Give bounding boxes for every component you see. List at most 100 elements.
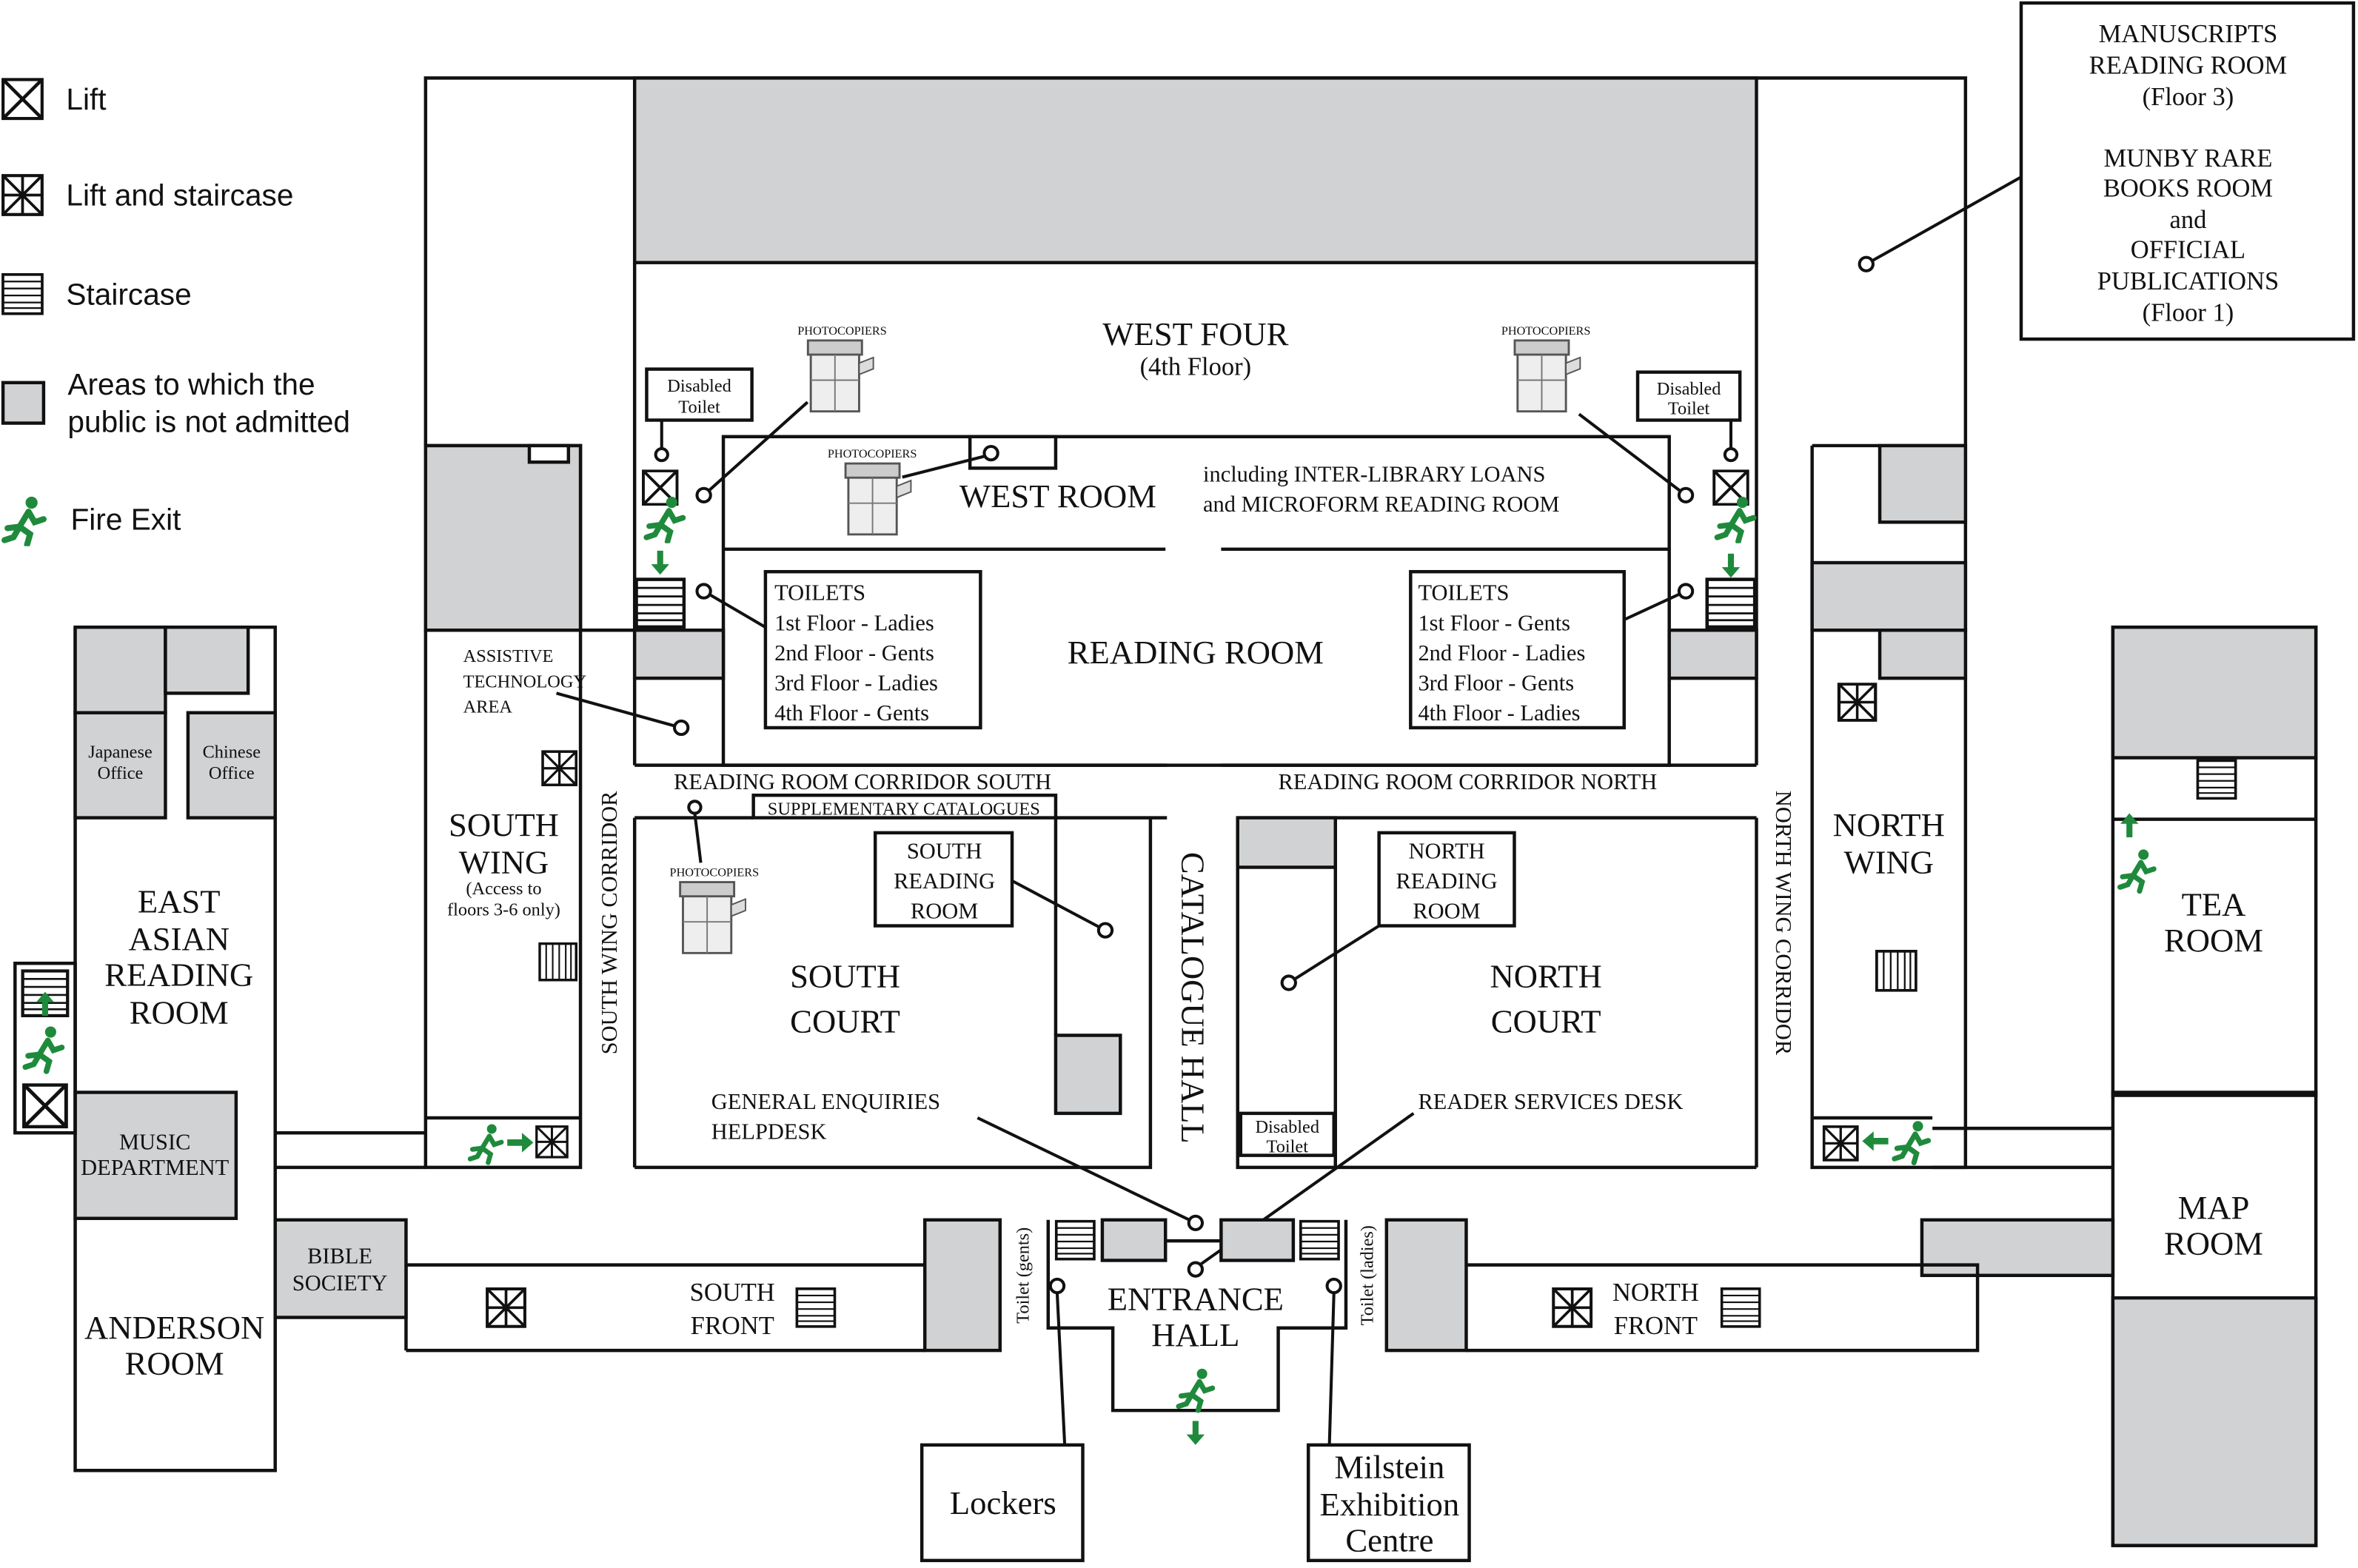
map-room-label: ROOM	[2164, 1224, 2263, 1262]
toilets-line: 3rd Floor - Ladies	[774, 670, 938, 695]
north-wing: NORTH WING CORRIDOR NORTH WING	[1771, 443, 2113, 1170]
west-room-note: and MICROFORM READING ROOM	[1203, 492, 1559, 517]
south-wing-note: floors 3-6 only)	[447, 899, 560, 919]
upper-floors-callout: MANUSCRIPTS READING ROOM (Floor 3) MUNBY…	[1858, 1, 2356, 341]
toilet-gents-label: Toilet (gents)	[1013, 1227, 1033, 1324]
staircase-icon	[1, 272, 44, 315]
north-front-label: FRONT	[1614, 1312, 1698, 1340]
staircase-icon	[1707, 580, 1755, 627]
staircase-icon	[1301, 1222, 1339, 1259]
west-block: WEST FOUR (4th Floor) WEST ROOM includin…	[423, 76, 1968, 767]
lift-and-staircase-icon	[1553, 1289, 1591, 1327]
photocopiers-label: PHOTOCOPIERS	[670, 866, 760, 880]
anderson-room-label: ANDERSON	[84, 1309, 264, 1346]
disabled-toilet-label: Disabled	[667, 376, 731, 396]
north-wing-label: WING	[1843, 844, 1934, 881]
exit-arrow-icon	[2120, 813, 2139, 837]
north-reading-room-label: NORTH	[1409, 838, 1485, 863]
exit-arrow-icon	[1721, 553, 1741, 578]
legend-restricted-2: public is not admitted	[67, 405, 350, 439]
lift-and-staircase-icon	[1839, 684, 1875, 720]
callout-line: PUBLICATIONS	[2097, 267, 2280, 295]
south-wing-label: WING	[459, 844, 549, 881]
milstein-label: Exhibition	[1320, 1486, 1460, 1523]
south-wing-note: (Access to	[466, 879, 541, 899]
callout-line: OFFICIAL	[2131, 236, 2245, 264]
south-court-label: SOUTH	[790, 958, 900, 995]
tea-and-map-rooms: TEA ROOM MAP ROOM	[1920, 625, 2318, 1547]
toilets-line: 1st Floor - Gents	[1418, 610, 1570, 635]
exit-arrow-icon	[651, 550, 669, 575]
anderson-room-label: ROOM	[125, 1345, 224, 1382]
milstein-label: Centre	[1345, 1522, 1433, 1559]
callout-line: and	[2170, 206, 2207, 234]
lift-and-staircase-icon	[3, 175, 42, 215]
north-court: NORTH READING ROOM NORTH COURT READER SE…	[1187, 816, 1758, 1278]
west-four-restricted	[632, 76, 1758, 264]
toilets-line: 2nd Floor - Ladies	[1418, 640, 1585, 666]
tea-room-label: ROOM	[2164, 922, 2263, 959]
japanese-office-label: Office	[98, 763, 144, 783]
fire-exit-icon	[4, 497, 44, 545]
disabled-toilet-label: Toilet	[1668, 398, 1710, 418]
toilets-line: 1st Floor - Ladies	[774, 610, 934, 635]
supplementary-catalogues-label: SUPPLEMENTARY CATALOGUES	[768, 800, 1040, 820]
south-reading-room-label: ROOM	[911, 898, 978, 923]
assistive-tech-label: TECHNOLOGY	[463, 671, 586, 691]
north-wing-corridor-label: NORTH WING CORRIDOR	[1771, 791, 1796, 1056]
lift-icon	[3, 79, 42, 118]
legend-lift: Lift	[66, 82, 106, 116]
legend-staircase: Staircase	[66, 277, 191, 311]
toilets-line: 4th Floor - Gents	[774, 700, 929, 726]
map-room-label: MAP	[2178, 1189, 2250, 1226]
legend-lift-and-staircase: Lift and staircase	[66, 178, 293, 212]
photocopiers-label: PHOTOCOPIERS	[1501, 324, 1591, 338]
south-wing-label: SOUTH	[449, 806, 559, 843]
photocopier-icon	[844, 462, 913, 536]
disabled-toilet-label: Disabled	[1255, 1117, 1319, 1137]
exit-arrow-icon	[507, 1133, 534, 1153]
staircase-icon	[636, 580, 683, 627]
rr-corridor-south-label: READING ROOM CORRIDOR SOUTH	[674, 769, 1051, 794]
toilets-line: 4th Floor - Ladies	[1418, 700, 1580, 726]
west-four-floor: (4th Floor)	[1140, 353, 1252, 381]
catalogue-hall-label: CATALOGUE HALL	[1175, 852, 1212, 1144]
tea-room-label: TEA	[2182, 885, 2246, 922]
photocopiers-label: PHOTOCOPIERS	[828, 447, 917, 460]
lift-and-staircase-icon	[541, 750, 577, 787]
legend: Lift Lift and staircase Staircase Areas …	[1, 79, 350, 545]
milstein-box	[1306, 1443, 1471, 1563]
chinese-office-label: Office	[209, 763, 255, 783]
toilet-ladies-label: Toilet (ladies)	[1358, 1225, 1378, 1325]
fire-exit-icon	[470, 1124, 501, 1162]
toilets-line: TOILETS	[774, 580, 865, 606]
reading-room-corridors: READING ROOM CORRIDOR SOUTH READING ROOM…	[634, 763, 1757, 820]
east-asian-label: ASIAN	[128, 920, 230, 957]
lift-icon	[24, 1085, 67, 1127]
exit-arrow-icon	[1186, 1421, 1205, 1445]
rr-corridor-north-label: READING ROOM CORRIDOR NORTH	[1279, 769, 1658, 794]
fire-exit-icon	[25, 1026, 61, 1071]
south-reading-room-label: SOUTH	[907, 838, 982, 863]
east-asian-label: READING	[104, 956, 253, 994]
japanese-office-label: Japanese	[88, 743, 153, 763]
south-front-label: FRONT	[691, 1312, 774, 1340]
general-enquiries-label: GENERAL ENQUIRIES	[711, 1089, 940, 1114]
fire-exit-icon	[2120, 849, 2154, 891]
callout-line: (Floor 3)	[2143, 83, 2234, 111]
restricted-area-swatch	[1, 381, 46, 425]
south-reading-room-label: READING	[894, 868, 995, 894]
lockers-label: Lockers	[950, 1484, 1056, 1521]
staircase-icon	[1720, 1287, 1761, 1328]
bible-society-label: BIBLE	[307, 1244, 372, 1269]
callout-line: MANUSCRIPTS	[2099, 20, 2278, 48]
toilets-south-box: TOILETS 1st Floor - Ladies 2nd Floor - G…	[695, 569, 982, 730]
legend-fire-exit: Fire Exit	[70, 502, 181, 536]
fire-exit-icon	[1179, 1369, 1213, 1410]
callout-line: MUNBY RARE	[2104, 144, 2273, 172]
entrance-hall-label: HALL	[1151, 1316, 1239, 1353]
milstein-label: Milstein	[1334, 1448, 1444, 1485]
callout-line: READING ROOM	[2089, 51, 2288, 79]
reader-services-label: READER SERVICES DESK	[1418, 1089, 1683, 1114]
